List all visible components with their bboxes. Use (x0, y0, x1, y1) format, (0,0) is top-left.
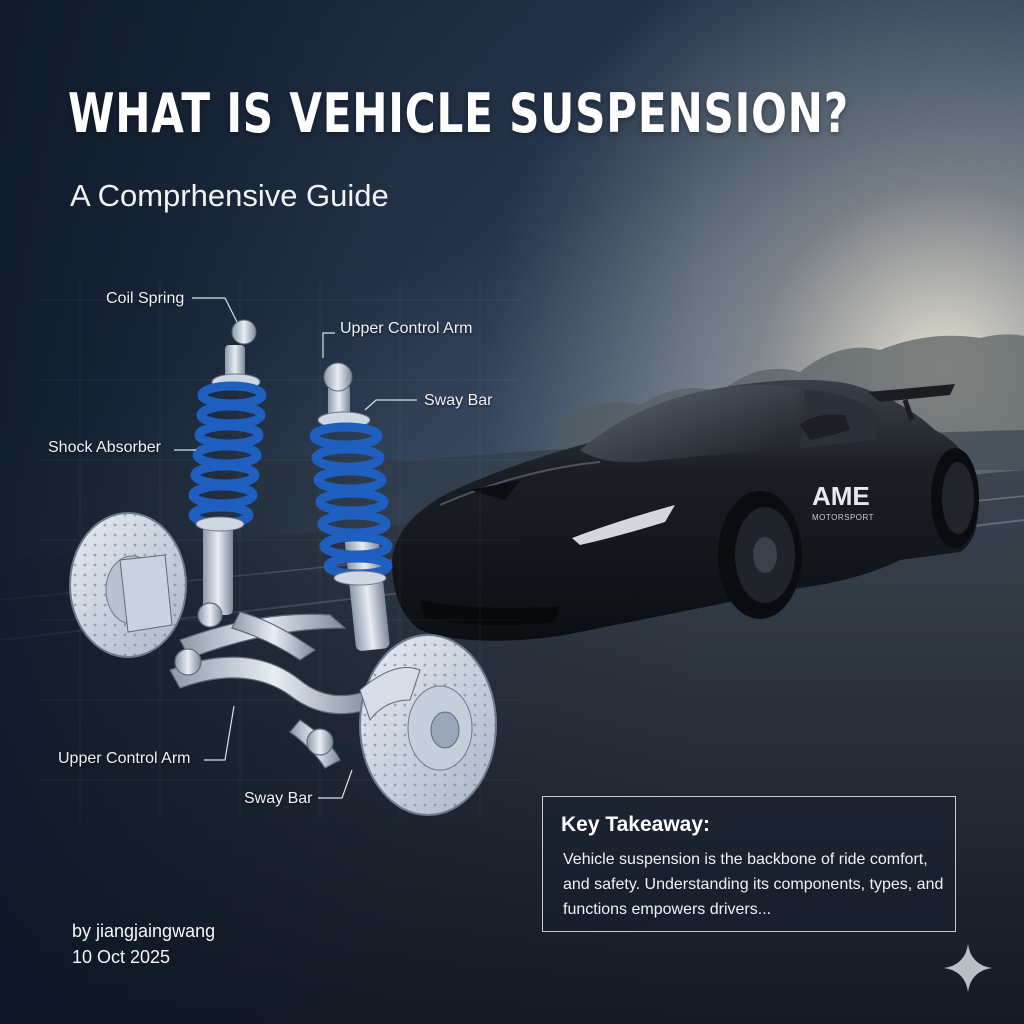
page-title: What Is Vehicle Suspension? (68, 82, 849, 145)
takeaway-heading: Key Takeaway: (561, 813, 711, 836)
hood-vent (470, 480, 520, 500)
leader-lines (174, 297, 417, 799)
callout-upper-control-arm-top: Upper Control Arm (340, 320, 473, 337)
callout-upper-control-arm-bottom: Upper Control Arm (58, 750, 191, 767)
sports-car: AME MOTORSPORT (392, 379, 979, 641)
callout-sway-bar-bottom: Sway Bar (244, 790, 313, 807)
spoiler-strut (902, 399, 915, 421)
control-arms (169, 602, 379, 769)
left-brake-disc (69, 512, 187, 658)
car-spoiler (868, 384, 955, 402)
right-coil-spring (309, 422, 393, 579)
takeaway-body: Vehicle suspension is the backbone of ri… (563, 851, 944, 918)
byline: by jiangjaingwang 10 Oct 2025 (72, 918, 215, 970)
front-wheel (718, 491, 802, 619)
car-badge-sub: MOTORSPORT (812, 513, 874, 522)
rear-wheel (931, 448, 979, 548)
car-badge-logo: AME (812, 481, 870, 511)
right-shock-assembly (309, 362, 393, 651)
right-brake-disc (359, 634, 497, 816)
author-name: by jiangjaingwang (72, 921, 216, 941)
sparkle-icon (944, 944, 992, 992)
callout-sway-bar-top: Sway Bar (424, 392, 493, 409)
left-coil-spring (188, 381, 267, 528)
front-intake (420, 600, 560, 626)
left-shock-assembly (188, 319, 267, 615)
callout-shock-absorber: Shock Absorber (48, 439, 161, 456)
car-mirror (800, 414, 850, 440)
left-shock-body (203, 520, 233, 615)
callout-coil-spring: Coil Spring (106, 290, 185, 307)
publish-date: 10 Oct 2025 (72, 947, 171, 967)
page-subtitle: A Comprhensive Guide (70, 178, 389, 213)
car-headlight (572, 505, 675, 545)
car-windshield (580, 385, 800, 463)
car-body (392, 379, 979, 641)
key-takeaway-box: Key Takeaway: Vehicle suspension is the … (542, 796, 956, 932)
